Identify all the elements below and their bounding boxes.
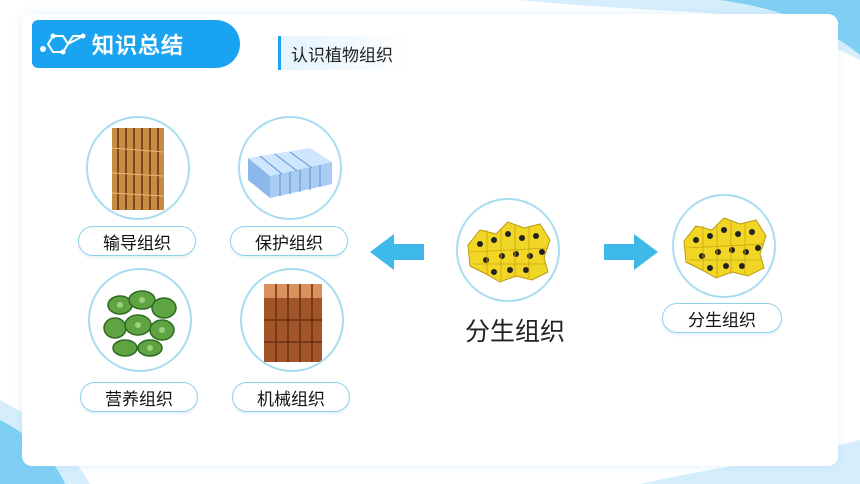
arrow-left-icon — [370, 234, 424, 270]
meristematic-tissue-image-right — [672, 194, 776, 298]
meristematic-tissue-label-center: 分生组织 — [464, 317, 565, 346]
protective-tissue-image — [238, 116, 342, 220]
mechanical-tissue-image — [240, 268, 344, 372]
meristematic-tissue-image-center — [456, 198, 560, 302]
nutritive-tissue-image — [88, 268, 192, 372]
conducting-tissue-image — [86, 116, 190, 220]
page-title: 知识总结 — [92, 34, 185, 59]
meristematic-tissue-label-right: 分生组织 — [662, 303, 782, 333]
nutritive-tissue-label: 营养组织 — [80, 382, 198, 412]
bottom-right-wave-decoration — [640, 440, 860, 484]
molecule-icon — [40, 33, 86, 55]
protective-tissue-label: 保护组织 — [230, 226, 348, 256]
conducting-tissue-label: 输导组织 — [78, 226, 196, 256]
mechanical-tissue-label: 机械组织 — [232, 382, 350, 412]
page-subtitle: 认识植物组织 — [278, 36, 408, 70]
arrow-right-icon — [604, 234, 658, 270]
section-title-banner: 知识总结 — [32, 20, 240, 68]
